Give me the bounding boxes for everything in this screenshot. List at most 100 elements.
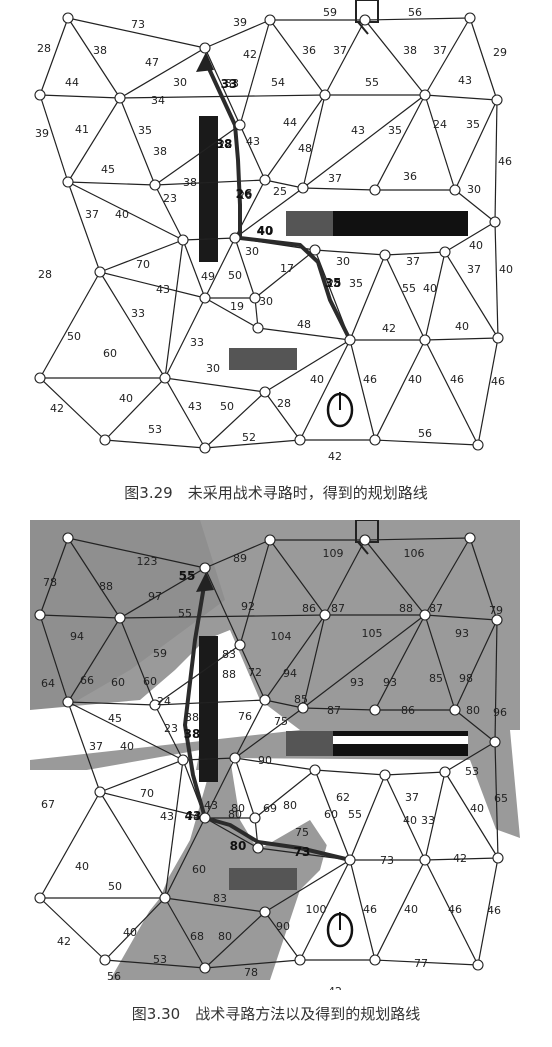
graph-edge [39, 614, 121, 619]
edge-cost-label: 19 [230, 300, 244, 313]
graph-edge [204, 19, 271, 49]
edge-cost-label: 37 [406, 255, 420, 268]
graph-edge [494, 741, 499, 859]
edge-cost-label: 40 [123, 926, 137, 939]
edge-cost-label: 43 [188, 400, 202, 413]
graph-edge [164, 897, 266, 913]
graph-node [294, 434, 306, 446]
edge-cost-label: 25 [273, 185, 287, 198]
route-cost-label: 26 [236, 187, 253, 201]
edge-cost-label: 86 [302, 602, 316, 615]
graph-edge [349, 254, 386, 341]
graph-edge [67, 701, 101, 793]
edge-cost-label: 76 [238, 710, 252, 723]
graph-edge [164, 377, 266, 393]
graph-edge [314, 769, 386, 776]
edge-cost-label: 50 [220, 400, 234, 413]
graph-edge [374, 94, 426, 191]
graph-node [264, 534, 276, 546]
graph-edge [204, 757, 236, 819]
graph-edge [67, 617, 121, 703]
graph-node [99, 954, 111, 966]
graph-node [369, 184, 381, 196]
edge-cost-label: 43 [160, 810, 174, 823]
edge-cost-label: 30 [336, 255, 350, 268]
graph-edge [67, 181, 101, 273]
edge-cost-label: 50 [108, 880, 122, 893]
graph-edge [164, 897, 206, 969]
graph-edge [234, 757, 256, 819]
graph-node [159, 372, 171, 384]
edge-cost-label: 38 [403, 44, 417, 57]
graph-edge [264, 699, 304, 709]
graph-edge [239, 19, 271, 126]
edge-cost-label: 35 [388, 124, 402, 137]
edge-cost-label: 72 [248, 666, 262, 679]
edge-cost-label: 42 [328, 985, 342, 990]
edge-cost-label: 78 [43, 576, 57, 589]
graph-node [177, 754, 189, 766]
edge-cost-label: 23 [163, 192, 177, 205]
graph-edge [444, 221, 496, 253]
graph-node [62, 696, 74, 708]
graph-edge [454, 619, 498, 711]
graph-edge [269, 19, 326, 96]
graph-edge [302, 187, 376, 191]
route-cost-label: 80 [230, 839, 247, 853]
edge-cost-label: 30 [245, 245, 259, 258]
graph-node [199, 962, 211, 974]
graph-edge [384, 774, 426, 861]
graph-node [62, 532, 74, 544]
edge-cost-label: 53 [465, 765, 479, 778]
edge-cost-label: 60 [192, 863, 206, 876]
edge-cost-label: 56 [418, 427, 432, 440]
graph-edge [424, 614, 456, 711]
graph-edge [67, 701, 156, 706]
edge-cost-label: 80 [218, 930, 232, 943]
edge-cost-label: 47 [145, 56, 159, 69]
graph-node [344, 854, 356, 866]
obstacles [199, 116, 468, 370]
graph-edge [182, 237, 236, 241]
graph-node [369, 954, 381, 966]
graph-edge [424, 339, 479, 446]
graph-edge [99, 791, 166, 899]
graph-edge [469, 537, 498, 621]
graph-edge [234, 757, 316, 771]
graph-edge [384, 771, 446, 776]
route-arrowhead [196, 572, 214, 592]
edge-cost-label: 96 [493, 706, 507, 719]
graph-edge [384, 254, 426, 341]
edge-cost-label: 39 [233, 16, 247, 29]
graph-node [114, 92, 126, 104]
graph-edge [164, 297, 206, 379]
graph-node [149, 179, 161, 191]
graph-edge [444, 251, 499, 339]
edge-cost-label: 35 [138, 124, 152, 137]
edge-cost-label: 60 [111, 676, 125, 689]
graph-edge [299, 339, 351, 441]
obstacles [199, 636, 468, 890]
graph-edge [364, 537, 471, 541]
graph-node [419, 334, 431, 346]
graph-edge [154, 184, 184, 241]
graph-node [62, 176, 74, 188]
graph-node [309, 244, 321, 256]
edge-cost-label: 24 [157, 695, 171, 708]
edge-cost-label: 66 [80, 674, 94, 687]
graph-edge [234, 237, 256, 299]
graph-edge [204, 539, 271, 569]
edge-cost-label: 87 [327, 704, 341, 717]
graph-node [259, 694, 271, 706]
graph-node [319, 89, 331, 101]
edge-cost-label: 73 [380, 854, 394, 867]
graph-node [379, 769, 391, 781]
graph-edge [314, 249, 386, 256]
graph-edge [494, 619, 498, 743]
graph-edge [99, 759, 184, 793]
graph-edge [234, 707, 304, 759]
edge-cost-label: 67 [41, 798, 55, 811]
